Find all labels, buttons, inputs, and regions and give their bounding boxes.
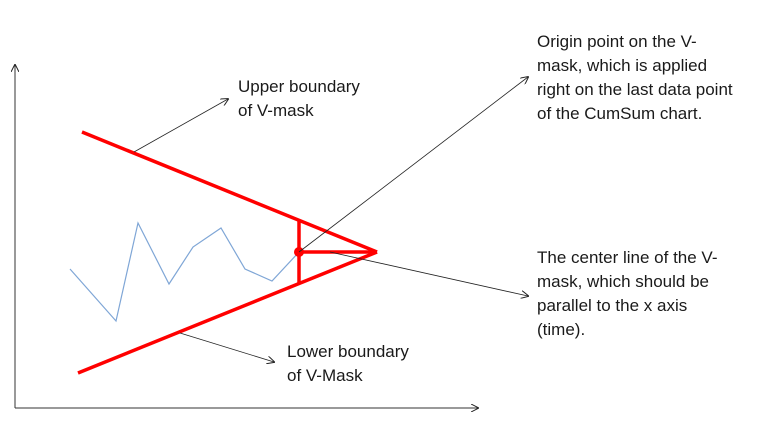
label-line: The center line of the V-	[537, 248, 718, 267]
arrow-lower	[179, 332, 274, 362]
label-line: right on the last data point	[537, 80, 733, 99]
center-line-label: The center line of the V- mask, which sh…	[537, 246, 718, 342]
upper-boundary-label: Upper boundary of V-mask	[238, 75, 360, 123]
label-line: mask, which is applied	[537, 56, 708, 75]
label-line: Lower boundary	[287, 342, 409, 361]
label-line: of V-Mask	[287, 366, 363, 385]
arrow-center	[329, 251, 528, 296]
label-line: of V-mask	[238, 101, 314, 120]
cusum-series	[69, 221, 300, 323]
origin-point-label: Origin point on the V- mask, which is ap…	[537, 30, 733, 126]
label-line: Upper boundary	[238, 77, 360, 96]
label-line: of the CumSum chart.	[537, 104, 703, 123]
label-line: parallel to the x axis	[537, 296, 688, 315]
arrow-origin	[298, 77, 528, 253]
lower-boundary	[77, 250, 378, 375]
arrow-upper	[133, 99, 228, 153]
upper-boundary	[81, 130, 378, 254]
lower-boundary-label: Lower boundary of V-Mask	[287, 340, 409, 388]
label-line: mask, which should be	[537, 272, 709, 291]
label-line: Origin point on the V-	[537, 32, 697, 51]
label-line: (time).	[537, 320, 586, 339]
